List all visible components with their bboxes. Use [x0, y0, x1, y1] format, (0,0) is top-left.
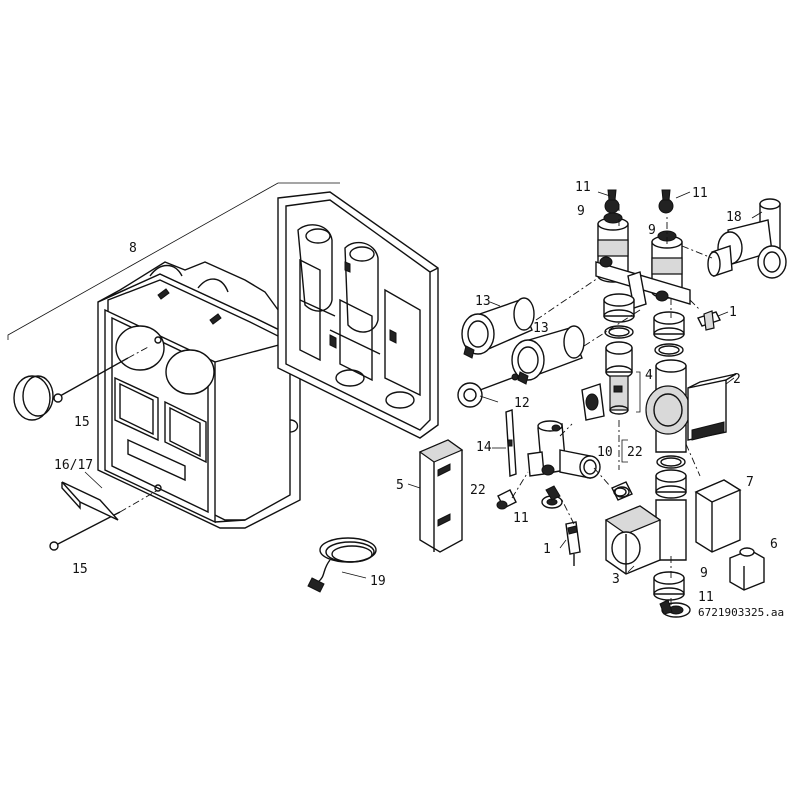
- label-11-d: 11: [698, 590, 714, 605]
- label-18: 18: [726, 210, 742, 225]
- label-22-right: 22: [627, 445, 643, 460]
- label-12: 12: [514, 396, 530, 411]
- label-10: 10: [597, 445, 613, 460]
- bracket-mark-4: [636, 371, 641, 413]
- label-8: 8: [129, 241, 137, 256]
- screw-15-top: [53, 345, 151, 403]
- adapter-13-lower: [511, 325, 585, 385]
- o-ring-right-top: [654, 343, 684, 357]
- label-11-c: 11: [513, 511, 529, 526]
- ball-valve-9-right: [651, 230, 683, 299]
- label-7: 7: [746, 475, 754, 490]
- insulation-back-shell: [277, 191, 439, 439]
- label-13-lower: 13: [533, 321, 549, 336]
- union-nut-right-top: [653, 311, 685, 341]
- screw-15-bottom: [49, 489, 159, 551]
- callout-labels: 8 15 16/17 15 5 19 13 13 12 14 22 11 1 1…: [54, 180, 784, 619]
- label-15-top: 15: [74, 415, 90, 430]
- zone-valve-3: [604, 481, 687, 575]
- adapter-13-upper: [461, 297, 535, 359]
- label-1-lower: 1: [543, 542, 551, 557]
- label-15-bottom: 15: [72, 562, 88, 577]
- union-nut-middle-top: [603, 293, 635, 323]
- leader-8: [7, 182, 340, 340]
- back-shell-body: [277, 191, 439, 439]
- label-11-b: 11: [692, 186, 708, 201]
- check-valve-4: [581, 341, 633, 421]
- union-nut-bottom: [653, 571, 685, 601]
- drawing-code: 6721903325.aa: [698, 606, 784, 619]
- label-6: 6: [770, 537, 778, 552]
- o-ring-right-bottom: [656, 455, 686, 469]
- mixing-valve-18: [707, 198, 787, 279]
- label-5: 5: [396, 478, 404, 493]
- label-16-17: 16/17: [54, 458, 93, 473]
- handle-11-d: [659, 599, 691, 618]
- handle-11-b: [658, 189, 691, 214]
- label-14: 14: [476, 440, 492, 455]
- cover-cap: [13, 375, 54, 421]
- label-22-left: 22: [470, 483, 486, 498]
- controller-module-5: [407, 439, 464, 553]
- insulation-front-shell: [7, 182, 340, 529]
- circulation-pump-2: [645, 359, 737, 453]
- key-tool-12: [457, 373, 519, 408]
- label-9-right: 9: [648, 223, 656, 238]
- label-11-a: 11: [575, 180, 591, 195]
- fill-valve-assembly: [527, 420, 601, 479]
- label-plate-16-17: [61, 471, 119, 521]
- label-2: 2: [733, 372, 741, 387]
- temp-sensor-1-lower: [559, 521, 581, 566]
- cap-6: [729, 547, 765, 591]
- power-cable-19: [307, 537, 377, 593]
- label-3: 3: [612, 572, 620, 587]
- temp-sensor-1-upper: [697, 310, 729, 331]
- label-9-bottom: 9: [700, 566, 708, 581]
- union-nut-right-bottom: [655, 469, 687, 499]
- label-1-upper: 1: [729, 305, 737, 320]
- connecting-tee: [595, 256, 691, 309]
- label-4: 4: [645, 368, 653, 383]
- pipe-hole-left: [115, 325, 165, 371]
- pump-cover-7: [694, 479, 742, 553]
- o-ring-middle: [604, 325, 634, 339]
- bracket-mark-10-22: [621, 439, 628, 463]
- handle-11-c: [541, 485, 563, 509]
- pipe-hole-right: [165, 349, 215, 395]
- seal-ring-small: [614, 486, 630, 498]
- handle-11-a: [597, 189, 620, 214]
- fitting-22-left: [496, 489, 517, 510]
- assembly-axes: [511, 204, 713, 606]
- label-9-left: 9: [577, 204, 585, 219]
- bracket-14: [492, 409, 517, 477]
- label-13-upper: 13: [475, 294, 491, 309]
- label-19: 19: [370, 574, 386, 589]
